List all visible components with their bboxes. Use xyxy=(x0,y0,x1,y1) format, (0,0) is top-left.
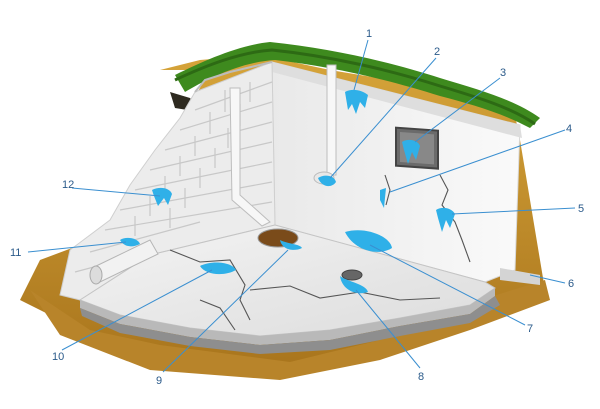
leader-4 xyxy=(389,129,566,193)
callout-11: 11 xyxy=(10,247,21,259)
callout-2: 2 xyxy=(434,46,440,58)
floor-drain xyxy=(341,269,363,281)
callout-5: 5 xyxy=(578,203,584,215)
floor-slab-edge xyxy=(80,288,495,345)
callout-10: 10 xyxy=(52,351,64,363)
leader-12 xyxy=(71,187,161,197)
leader-2 xyxy=(329,57,437,179)
grass-top xyxy=(175,42,540,128)
water-leaks xyxy=(120,89,455,294)
leader-5 xyxy=(451,207,576,215)
leader-lines xyxy=(27,39,576,373)
leader-6 xyxy=(529,274,566,284)
leader-8 xyxy=(355,289,421,369)
leader-11 xyxy=(27,241,127,253)
leader-3 xyxy=(414,77,501,143)
grass-edge xyxy=(174,48,536,126)
callout-7: 7 xyxy=(527,323,533,335)
block-wall-edge xyxy=(194,61,273,93)
leader-9 xyxy=(162,249,289,373)
leader-1 xyxy=(353,39,369,91)
callout-8: 8 xyxy=(418,371,424,383)
downspout-pipe xyxy=(229,87,271,227)
callout-12: 12 xyxy=(62,179,74,191)
callout-1: 1 xyxy=(366,28,372,40)
leader-7 xyxy=(369,244,526,326)
callout-9: 9 xyxy=(156,375,162,387)
gravel-bed xyxy=(80,296,500,354)
leader-10 xyxy=(61,269,213,351)
callout-3: 3 xyxy=(500,67,506,79)
standpipe xyxy=(326,64,337,176)
floor-cracks xyxy=(169,249,441,331)
sump-pit xyxy=(257,228,299,248)
block-wall xyxy=(59,61,276,301)
callout-4: 4 xyxy=(566,123,572,135)
callout-6: 6 xyxy=(568,278,574,290)
drain-pipe-end xyxy=(89,265,103,285)
wall-footing xyxy=(500,268,540,285)
soil-lower xyxy=(30,280,550,380)
